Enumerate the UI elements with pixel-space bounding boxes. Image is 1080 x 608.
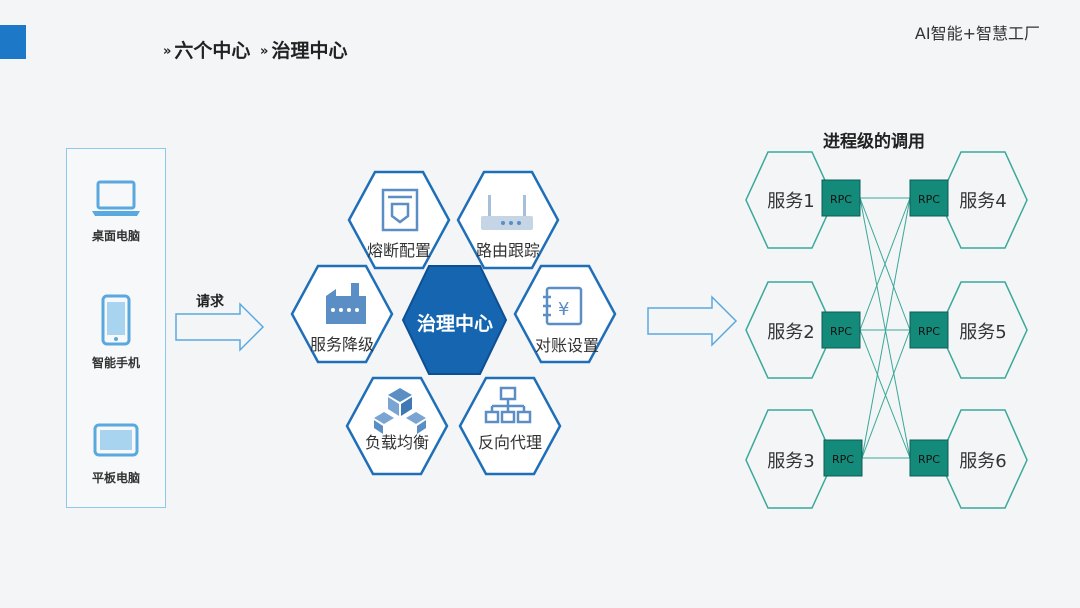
hex-tile: [458, 376, 562, 476]
center-label: 治理中心: [417, 312, 493, 335]
service-hex: [745, 281, 835, 379]
service-label: 服务5: [959, 322, 1006, 343]
device-label: 桌面电脑: [91, 229, 140, 243]
service-hex: [745, 409, 835, 509]
page-title: »六个中心 »治理中心: [160, 36, 347, 63]
service-hex: [745, 151, 835, 249]
request-label: 请求: [196, 294, 224, 310]
rpc-box: [821, 179, 861, 217]
breadcrumb-separator-icon: »: [260, 44, 269, 59]
cubes-icon: [374, 388, 426, 434]
device-panel: 桌面电脑 智能手机 平板电脑: [66, 148, 166, 508]
service-label: 服务1: [767, 191, 814, 212]
hex-tile: [513, 264, 617, 364]
device-desktop: 桌面电脑: [67, 179, 165, 244]
module-label: 路由跟踪: [476, 241, 540, 260]
service-label: 服务3: [767, 451, 814, 472]
rpc-label: RPC: [830, 325, 852, 338]
breadcrumb-item: 治理中心: [271, 40, 348, 62]
center-hex: [401, 265, 508, 375]
module-label: 熔断配置: [367, 241, 431, 260]
smartphone-icon: [101, 294, 131, 346]
service-label: 服务6: [959, 451, 1006, 472]
rpc-section-title: 进程级的调用: [823, 132, 925, 152]
module-label: 负载均衡: [365, 433, 429, 452]
router-icon: [481, 195, 533, 230]
rpc-label: RPC: [918, 325, 940, 338]
request-arrow-icon: [175, 302, 265, 352]
device-tablet: 平板电脑: [67, 421, 165, 486]
service-label: 服务2: [767, 322, 814, 343]
device-label: 平板电脑: [91, 471, 140, 485]
device-label: 智能手机: [91, 356, 140, 370]
service-label: 服务4: [959, 191, 1006, 212]
brand-text: AI智能+智慧工厂: [914, 24, 1040, 43]
factory-icon: [326, 283, 366, 324]
device-phone: 智能手机: [67, 294, 165, 371]
laptop-icon: [92, 180, 140, 216]
rpc-box: [909, 179, 949, 217]
accent-bar: [0, 25, 26, 59]
rpc-box: [821, 311, 861, 349]
rpc-connections: [859, 197, 911, 459]
breadcrumb-separator-icon: »: [163, 44, 172, 59]
module-label: 反向代理: [478, 433, 542, 452]
rpc-label: RPC: [832, 453, 854, 466]
ledger-yen-icon: ¥: [543, 286, 583, 326]
rpc-box: [909, 439, 949, 477]
rpc-label: RPC: [918, 193, 940, 206]
rpc-label: RPC: [918, 453, 940, 466]
hex-tile: [345, 376, 449, 476]
module-label: 对账设置: [535, 336, 599, 355]
tablet-icon: [93, 423, 139, 457]
rpc-box: [909, 311, 949, 349]
network-tree-icon: [484, 386, 532, 424]
rpc-box: [823, 439, 863, 477]
breadcrumb-item: 六个中心: [174, 40, 251, 62]
shield-document-icon: [381, 188, 419, 232]
module-label: 服务降级: [310, 335, 374, 354]
svg-text:¥: ¥: [558, 299, 569, 320]
flow-arrow-icon: [647, 295, 738, 347]
rpc-label: RPC: [830, 193, 852, 206]
